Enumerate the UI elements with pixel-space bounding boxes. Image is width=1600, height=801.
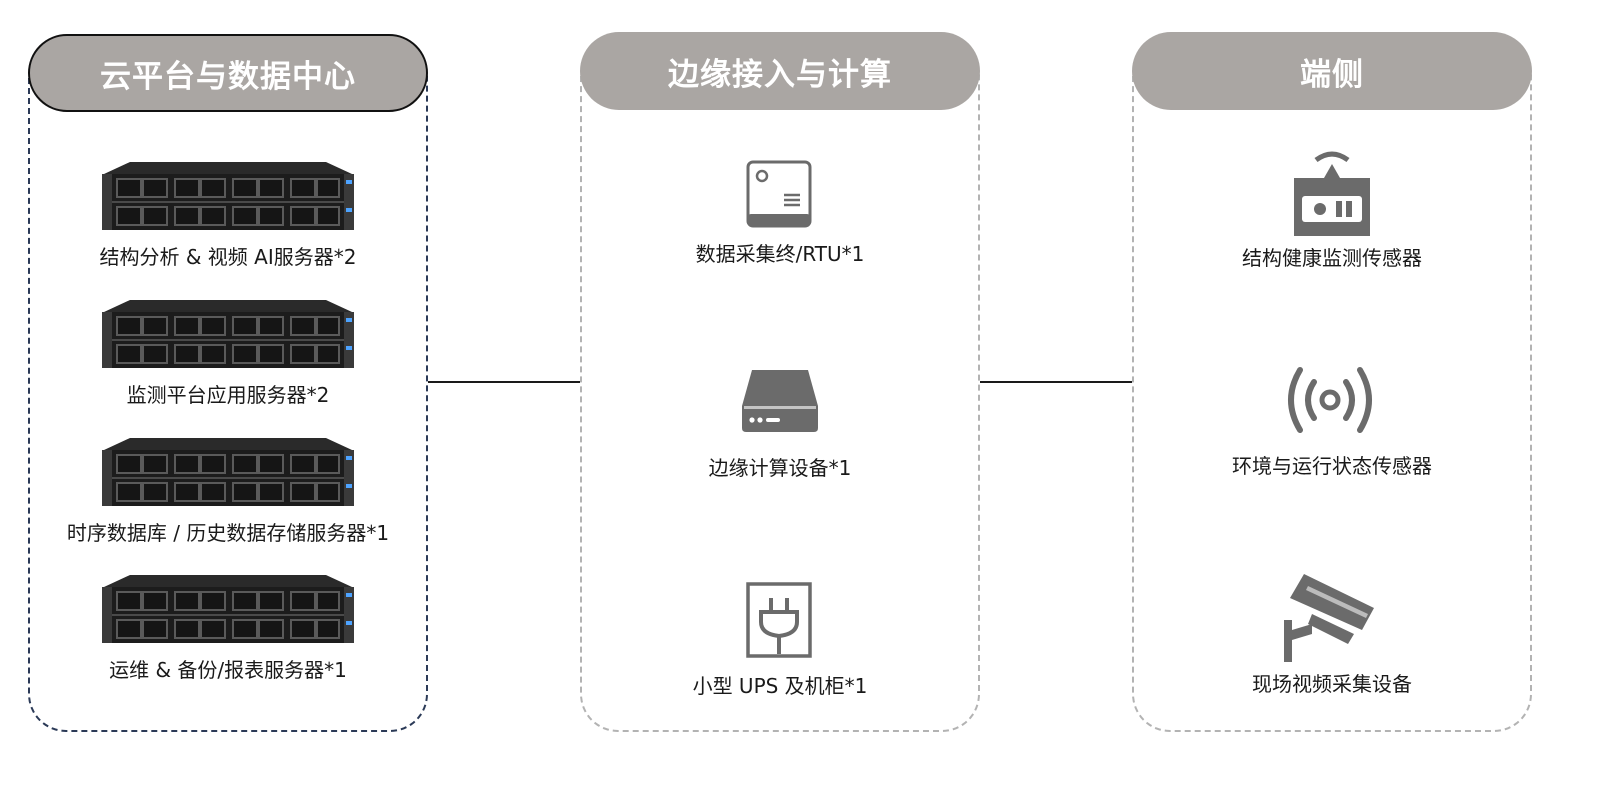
cctv-camera-icon [1284,574,1374,662]
cloud-item-label: 结构分析 & 视频 AI服务器*2 [99,245,357,269]
edge-panel-title: 边缘接入与计算 [580,32,980,110]
cloud-item-label: 运维 & 备份/报表服务器*1 [109,658,347,682]
end-item-label: 结构健康监测传感器 [1242,246,1422,270]
wireless-signal-icon [1288,367,1372,433]
end-item-label: 环境与运行状态传感器 [1232,454,1432,478]
rack-server-icon [102,300,354,368]
cloud-datacenter-panel: 云平台与数据中心 结构分析 & 视频 AI服务器*2 监测平台应用服务器*2 时… [28,34,428,732]
edge-item-label: 边缘计算设备*1 [708,456,852,480]
end-panel-border [1132,72,1532,732]
end-side-panel: 端侧 结构健康监测传感器 环境与运行状态传感器 现场视频采集设备 [1132,32,1532,732]
end-panel-title: 端侧 [1132,32,1532,110]
rack-server-icon [102,575,354,643]
power-plug-icon [746,582,812,658]
cloud-panel-title: 云平台与数据中心 [28,34,428,112]
data-terminal-icon [746,160,812,228]
cloud-item-label: 时序数据库 / 历史数据存储服务器*1 [66,521,390,545]
edge-device-icon [742,370,818,432]
end-item-label: 现场视频采集设备 [1252,672,1412,696]
edge-item-label: 数据采集终/RTU*1 [695,242,865,266]
rack-server-icon [102,162,354,230]
cloud-panel-border [28,74,428,732]
cloud-edge-connector [428,381,580,383]
edge-item-label: 小型 UPS 及机柜*1 [692,674,868,698]
sensor-device-icon [1294,151,1370,236]
edge-panel-border [580,72,980,732]
cloud-item-label: 监测平台应用服务器*2 [126,383,330,407]
edge-computing-panel: 边缘接入与计算 数据采集终/RTU*1 边缘计算设备*1 小型 UPS 及机柜*… [580,32,980,732]
edge-end-connector [980,381,1132,383]
rack-server-icon [102,438,354,506]
